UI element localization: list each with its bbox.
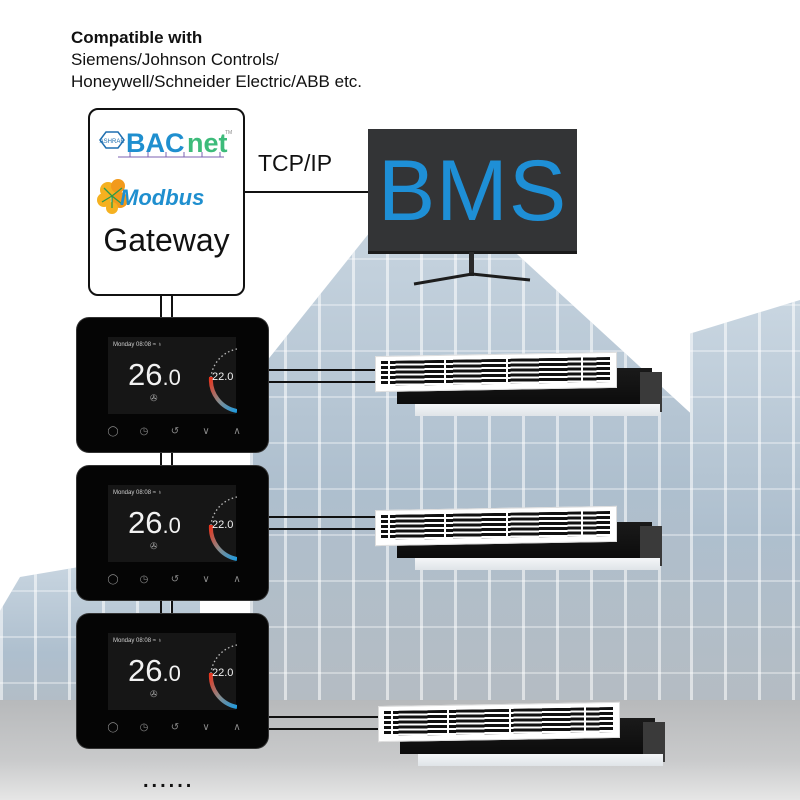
tcp-ip-label: TCP/IP (258, 150, 333, 176)
thermostat-3: Monday 08:08 ≈ ♁ 26.0 ✇ 22.0 ◯ ◷ ↺ ∨ ∧ (77, 614, 268, 748)
power-button[interactable]: ◯ (107, 574, 119, 585)
thermostat-datetime: Monday 08:08 ≈ ♁ (113, 638, 163, 644)
compatibility-brands-line1: Siemens/Johnson Controls/ (71, 50, 279, 69)
ac-unit-3 (378, 701, 668, 774)
ac-unit-2 (375, 505, 665, 578)
thermostat-buttons: ◯ ◷ ↺ ∨ ∧ (105, 426, 245, 440)
fan-icon: ✇ (150, 689, 158, 699)
ac-wire-1b (268, 381, 380, 383)
thermostat-datetime: Monday 08:08 ≈ ♁ (113, 490, 163, 496)
thermostat-1: Monday 08:08 ≈ ♁ 26.0 ✇ 22.0 ◯ ◷ ↺ ∨ ∧ (77, 318, 268, 452)
bacnet-logo: ASHRAE BAC net TM (96, 124, 236, 168)
compatibility-note: Compatible with Siemens/Johnson Controls… (71, 27, 362, 93)
bms-label: BMS (377, 143, 568, 239)
svg-text:Modbus: Modbus (120, 185, 204, 210)
up-button[interactable]: ∧ (233, 426, 241, 437)
svg-text:net: net (187, 128, 228, 158)
back-button[interactable]: ↺ (170, 426, 180, 437)
bus-wire-a (160, 292, 162, 622)
up-button[interactable]: ∧ (233, 574, 241, 585)
current-temperature: 26.0 (128, 505, 181, 540)
bulb-icon: ♁ (157, 638, 163, 644)
setpoint-temperature: 22.0 (212, 667, 234, 679)
ac-grille (378, 701, 620, 743)
ac-wire-3b (268, 728, 380, 730)
thermostat-buttons: ◯ ◷ ↺ ∨ ∧ (105, 722, 245, 736)
bms-monitor: BMS (368, 129, 577, 254)
wifi-icon: ≈ (152, 638, 156, 644)
down-button[interactable]: ∨ (202, 426, 210, 437)
background-building-right (690, 300, 800, 720)
back-button[interactable]: ↺ (170, 722, 180, 733)
bus-wire-b (171, 292, 173, 622)
gateway-box: ASHRAE BAC net TM Modbus Gateway (88, 108, 245, 296)
fan-icon: ✇ (150, 541, 158, 551)
down-button[interactable]: ∨ (202, 574, 210, 585)
clock-button[interactable]: ◷ (139, 574, 149, 585)
temperature-arc (208, 348, 237, 413)
current-temperature: 26.0 (128, 357, 181, 392)
compatibility-brands-line2: Honeywell/Schneider Electric/ABB etc. (71, 72, 363, 91)
monitor-stand (412, 252, 532, 286)
ac-wire-1a (268, 369, 380, 371)
power-button[interactable]: ◯ (107, 722, 119, 733)
thermostat-2: Monday 08:08 ≈ ♁ 26.0 ✇ 22.0 ◯ ◷ ↺ ∨ ∧ (77, 466, 268, 600)
compatibility-title: Compatible with (71, 28, 203, 47)
setpoint-temperature: 22.0 (212, 371, 234, 383)
wifi-icon: ≈ (152, 490, 156, 496)
gateway-label: Gateway (103, 222, 230, 258)
temperature-arc (208, 496, 237, 561)
back-button[interactable]: ↺ (170, 574, 180, 585)
continuation-ellipsis: ...... (143, 770, 195, 792)
wifi-icon: ≈ (152, 342, 156, 348)
ac-grille (375, 505, 617, 547)
ac-wire-3a (268, 716, 380, 718)
thermostat-screen: Monday 08:08 ≈ ♁ 26.0 ✇ 22.0 (108, 485, 237, 562)
down-button[interactable]: ∨ (202, 722, 210, 733)
ac-grille (375, 351, 617, 393)
current-temperature: 26.0 (128, 653, 181, 688)
power-button[interactable]: ◯ (107, 426, 119, 437)
svg-text:ASHRAE: ASHRAE (100, 139, 125, 145)
clock-button[interactable]: ◷ (139, 722, 149, 733)
thermostat-datetime: Monday 08:08 ≈ ♁ (113, 342, 163, 348)
thermostat-screen: Monday 08:08 ≈ ♁ 26.0 ✇ 22.0 (108, 337, 237, 414)
ac-wire-2b (268, 528, 380, 530)
clock-button[interactable]: ◷ (139, 426, 149, 437)
bulb-icon: ♁ (157, 342, 163, 348)
bulb-icon: ♁ (157, 490, 163, 496)
tcp-ip-wire (243, 191, 369, 193)
svg-text:BAC: BAC (126, 128, 185, 158)
fan-icon: ✇ (150, 393, 158, 403)
thermostat-screen: Monday 08:08 ≈ ♁ 26.0 ✇ 22.0 (108, 633, 237, 710)
up-button[interactable]: ∧ (233, 722, 241, 733)
thermostat-buttons: ◯ ◷ ↺ ∨ ∧ (105, 574, 245, 588)
svg-text:TM: TM (225, 130, 232, 136)
ac-unit-1 (375, 351, 665, 424)
temperature-arc (208, 644, 237, 709)
ac-wire-2a (268, 516, 380, 518)
setpoint-temperature: 22.0 (212, 519, 234, 531)
modbus-logo: Modbus (94, 176, 234, 216)
